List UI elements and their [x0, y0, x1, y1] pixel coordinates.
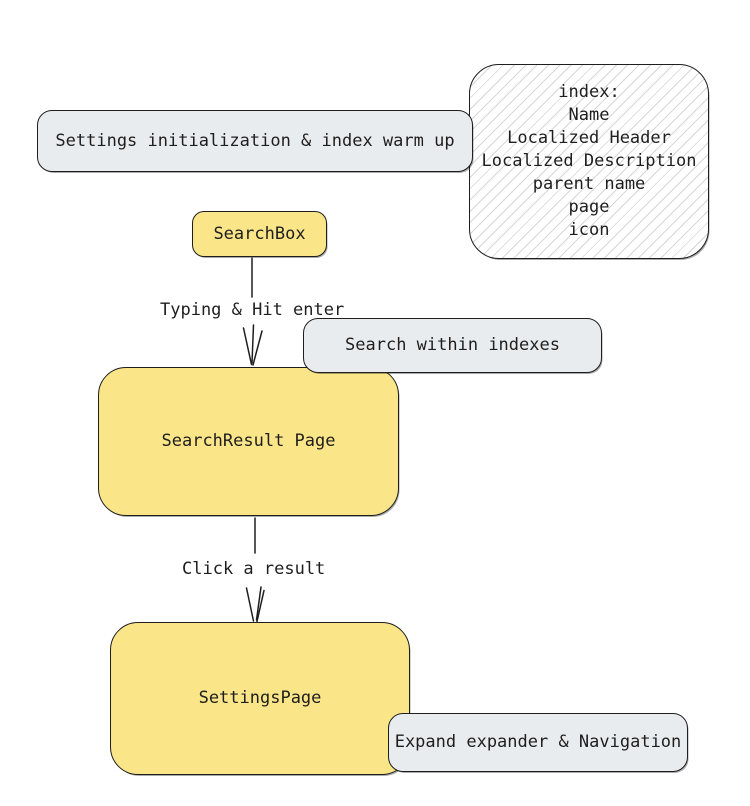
node-label: Settings initialization & index warm up	[55, 130, 455, 151]
node-label: Search within indexes	[345, 335, 560, 356]
node-search-within-indexes[interactable]: Search within indexes	[303, 318, 602, 373]
index-line: Localized Description	[481, 151, 697, 171]
node-index-fields[interactable]: index: Name Localized Header Localized D…	[469, 64, 709, 259]
node-label: SearchResult Page	[161, 431, 336, 452]
node-label: SettingsPage	[198, 688, 322, 709]
edge-label-typing-hit-enter: Typing & Hit enter	[160, 300, 345, 320]
edge-label-click-a-result: Click a result	[182, 559, 326, 579]
index-line: Localized Header	[507, 128, 671, 148]
node-searchresult-page[interactable]: SearchResult Page	[98, 367, 399, 516]
index-line: parent name	[532, 174, 646, 194]
node-label: Expand expander & Navigation	[394, 732, 682, 753]
node-settings-page[interactable]: SettingsPage	[110, 622, 410, 775]
node-expand-expander-navigation[interactable]: Expand expander & Navigation	[388, 713, 688, 772]
index-line: page	[568, 197, 610, 217]
index-line: Name	[568, 105, 610, 125]
index-fields-list: index: Name Localized Header Localized D…	[482, 81, 697, 242]
index-line: index:	[558, 82, 620, 102]
node-label: SearchBox	[213, 223, 306, 244]
node-settings-initialization[interactable]: Settings initialization & index warm up	[37, 110, 473, 172]
node-searchbox[interactable]: SearchBox	[192, 211, 327, 257]
index-line: icon	[568, 220, 610, 240]
